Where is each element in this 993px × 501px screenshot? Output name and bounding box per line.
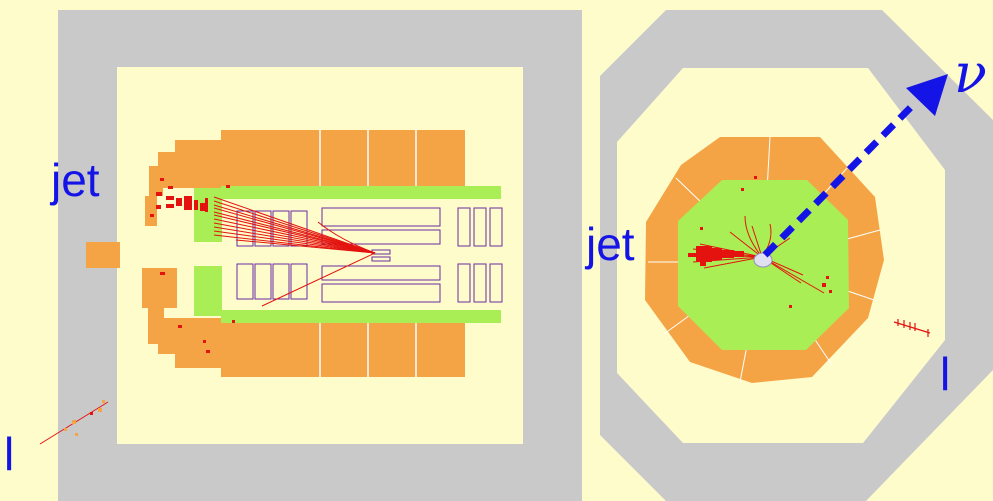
side-jet-deposits <box>150 178 235 353</box>
side-inner-volume <box>117 67 523 444</box>
side-lepton-track <box>39 400 109 445</box>
side-hcal-top <box>145 130 465 226</box>
side-ecal <box>194 186 501 323</box>
end-jet-deposits <box>688 176 832 308</box>
side-hcal-bottom <box>142 268 465 377</box>
side-lepton-label: l <box>4 428 14 480</box>
end-view: jet l ν <box>584 10 993 501</box>
side-jet-label: jet <box>49 154 100 206</box>
side-forward-plug <box>86 242 120 268</box>
side-tracker <box>236 207 503 303</box>
end-missing-energy-arrow <box>762 74 948 258</box>
neutrino-label: ν <box>954 42 987 105</box>
side-view: jet l <box>4 10 582 501</box>
end-lepton-label: l <box>940 348 950 400</box>
end-jet-label: jet <box>584 218 635 270</box>
side-jet-tracks <box>213 196 376 307</box>
side-hcal-dividers <box>319 130 417 377</box>
end-lepton-track <box>893 319 931 337</box>
